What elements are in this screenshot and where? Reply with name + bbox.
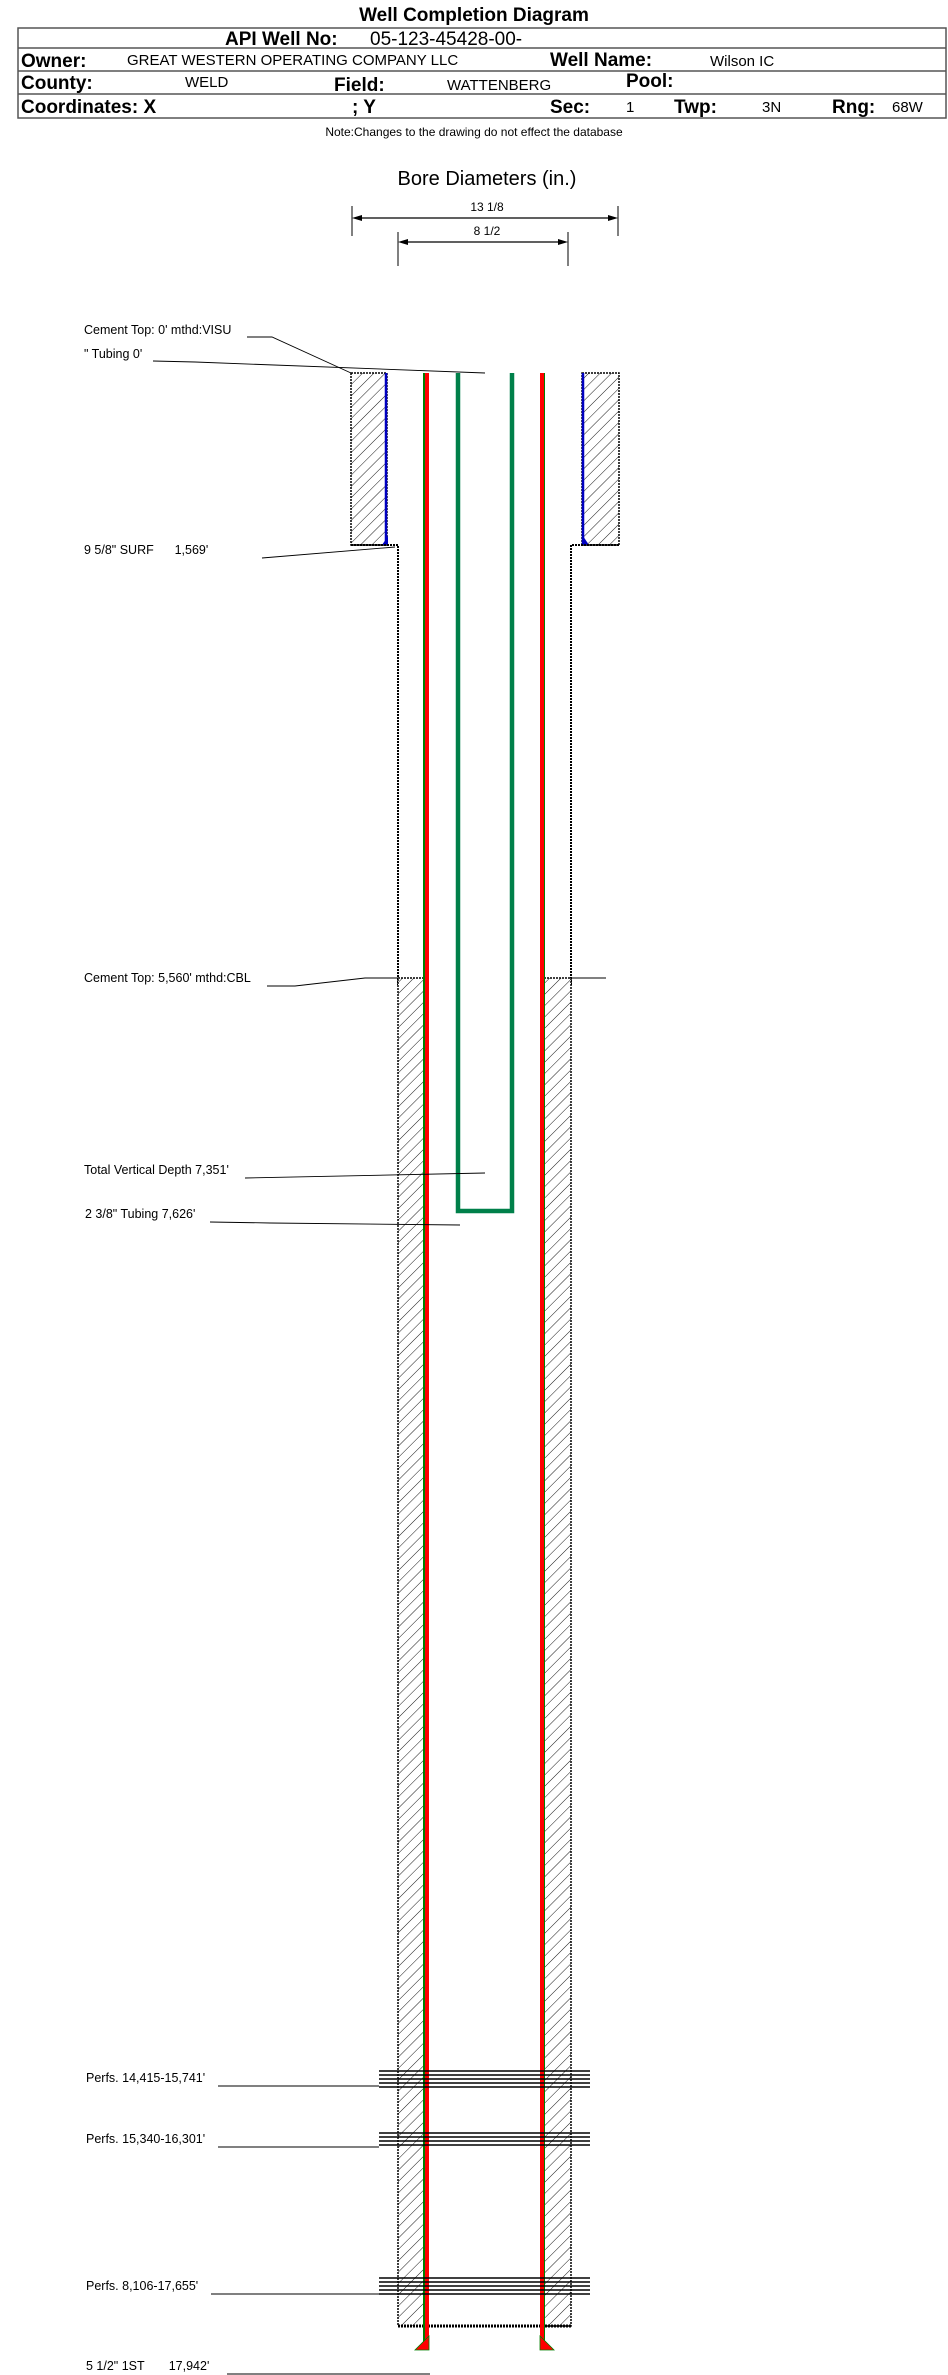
- total-vertical-depth-label: Total Vertical Depth 7,351': [84, 1163, 229, 1177]
- cement-top-surface-label: Cement Top: 0' mthd:VISU: [84, 323, 231, 337]
- diagram-title: Well Completion Diagram: [359, 5, 589, 26]
- perfs-label: Perfs. 15,340-16,301': [86, 2132, 205, 2146]
- bore-diameter-label: 8 1/2: [474, 224, 501, 238]
- leader-lines: [152, 336, 606, 2375]
- bore-diameter-label: 13 1/8: [470, 200, 504, 214]
- well-name-label: Well Name:: [550, 50, 652, 71]
- tubing-top-label: " Tubing 0': [84, 347, 142, 361]
- casing-shoe-right: [539, 2335, 555, 2351]
- field-value: WATTENBERG: [447, 77, 551, 94]
- production-casing-label: 5 1/2" 1ST 17,942': [86, 2359, 209, 2373]
- bore-dimension-8-1-2: 8 1/2: [397, 224, 569, 266]
- owner-value: GREAT WESTERN OPERATING COMPANY LLC: [127, 52, 458, 69]
- bore-dimension-13-1-8: 13 1/8: [351, 200, 619, 236]
- county-value: WELD: [185, 74, 229, 91]
- tubing-label: 2 3/8" Tubing 7,626': [85, 1207, 195, 1221]
- twp-label: Twp:: [674, 97, 717, 118]
- twp-value: 3N: [762, 99, 781, 116]
- production-casing: [414, 373, 555, 2351]
- perfs-label: Perfs. 14,415-15,741': [86, 2071, 205, 2085]
- production-cement: [397, 977, 572, 2328]
- sec-label: Sec:: [550, 97, 590, 118]
- rng-label: Rng:: [832, 97, 875, 118]
- county-label: County:: [21, 73, 93, 94]
- bore-diameters-title: Bore Diameters (in.): [398, 168, 577, 190]
- pool-label: Pool:: [626, 71, 674, 92]
- y-coordinate-label: ; Y: [352, 97, 376, 118]
- database-note: Note:Changes to the drawing do not effec…: [325, 125, 623, 139]
- header-table: API Well No: 05-123-45428-00- Owner: GRE…: [17, 27, 947, 119]
- rng-value: 68W: [892, 99, 924, 116]
- surface-casing-label: 9 5/8" SURF 1,569': [84, 543, 208, 557]
- well-name-value: Wilson IC: [710, 53, 774, 70]
- cement-top-production-label: Cement Top: 5,560' mthd:CBL: [84, 971, 251, 985]
- field-label: Field:: [334, 75, 385, 96]
- owner-label: Owner:: [21, 51, 86, 72]
- coordinates-label: Coordinates: X: [21, 97, 156, 118]
- api-label: API Well No:: [225, 29, 338, 50]
- perforations: [379, 2070, 590, 2295]
- perfs-label: Perfs. 8,106-17,655': [86, 2279, 198, 2293]
- tubing: [455, 373, 515, 1214]
- sec-value: 1: [626, 99, 634, 116]
- surface-cement: [350, 372, 620, 985]
- api-value: 05-123-45428-00-: [370, 29, 522, 50]
- casing-shoe-left: [414, 2335, 430, 2351]
